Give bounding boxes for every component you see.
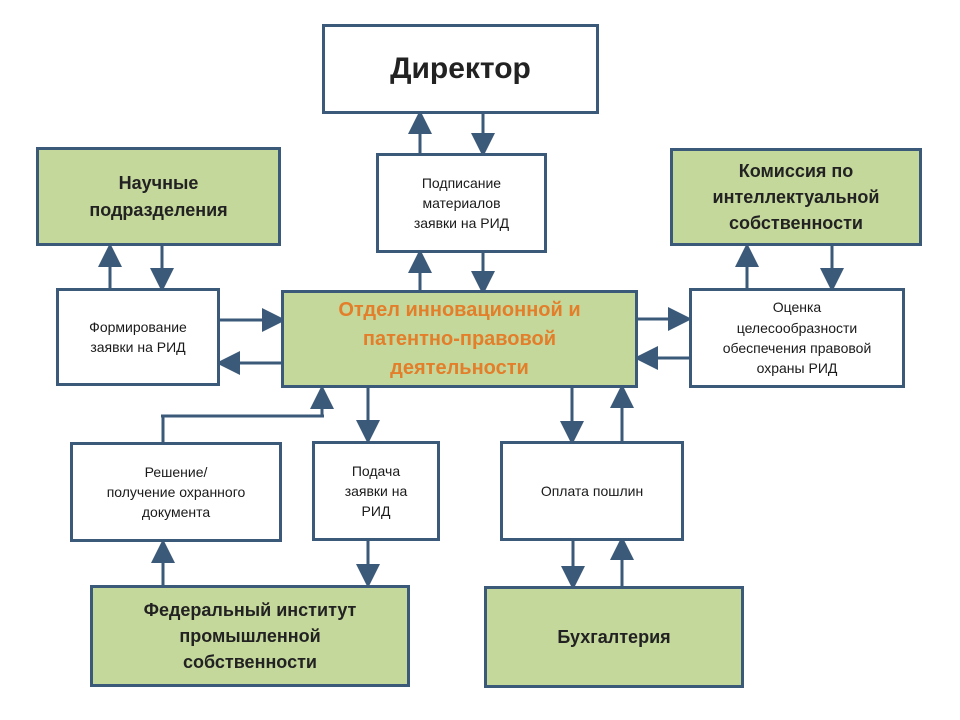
fee-payment-box: Оплата пошлин — [500, 441, 684, 541]
fips-box: Федеральный институт промышленной собств… — [90, 585, 410, 687]
director-label: Директор — [390, 52, 531, 86]
protection-assessment-label: Оценка целесообразности обеспечения прав… — [722, 299, 872, 377]
signing-box: Подписание материалов заявки на РИД — [376, 153, 547, 253]
application-forming-label: Формирование заявки на РИД — [89, 318, 187, 355]
central-department-box: Отдел инновационной и патентно-правовой … — [281, 290, 638, 388]
accounting-box: Бухгалтерия — [484, 586, 744, 688]
fips-label: Федеральный институт промышленной собств… — [143, 599, 357, 673]
ip-commission-label: Комиссия по интеллектуальной собственнос… — [712, 160, 880, 234]
signing-label: Подписание материалов заявки на РИД — [413, 174, 510, 232]
director-box: Директор — [322, 24, 599, 114]
filing-box: Подача заявки на РИД — [312, 441, 440, 541]
science-units-label: Научные подразделения — [89, 173, 228, 220]
central-department-label: Отдел инновационной и патентно-правовой … — [338, 298, 581, 379]
decision-box: Решение/ получение охранного документа — [70, 442, 282, 542]
ip-commission-box: Комиссия по интеллектуальной собственнос… — [670, 148, 922, 246]
science-units-box: Научные подразделения — [36, 147, 281, 246]
fee-payment-label: Оплата пошлин — [540, 482, 644, 499]
protection-assessment-box: Оценка целесообразности обеспечения прав… — [689, 288, 905, 388]
filing-label: Подача заявки на РИД — [344, 462, 408, 520]
decision-label: Решение/ получение охранного документа — [106, 463, 246, 521]
accounting-label: Бухгалтерия — [557, 626, 671, 647]
application-forming-box: Формирование заявки на РИД — [56, 288, 220, 386]
